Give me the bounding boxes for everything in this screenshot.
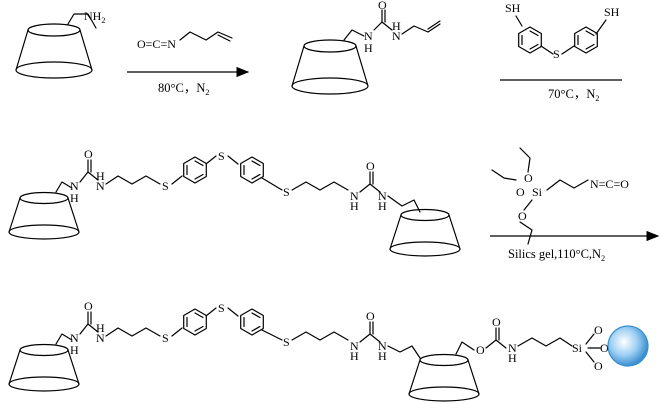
- nh2-label: NH2: [84, 9, 105, 25]
- ocn-label: O=C=N: [137, 37, 176, 51]
- svg-text:O: O: [84, 299, 93, 313]
- condition-step3: Silics gel,110°C,N2: [508, 247, 605, 263]
- reagent-allyl-isocyanate: O=C=N: [137, 31, 233, 51]
- svg-text:N: N: [392, 29, 401, 43]
- svg-text:H: H: [70, 191, 79, 205]
- svg-text:S: S: [162, 179, 169, 193]
- reagent-isocyanatopropyl-triethoxysilane: O O Si O N=C=O: [491, 147, 629, 245]
- condition-step2: 70°C，N2: [548, 87, 599, 103]
- svg-text:H: H: [378, 349, 387, 363]
- svg-text:H: H: [96, 169, 105, 183]
- svg-text:N: N: [96, 179, 105, 193]
- svg-text:H: H: [364, 41, 373, 55]
- svg-text:S: S: [218, 149, 225, 163]
- svg-text:O: O: [366, 309, 375, 323]
- svg-text:H: H: [378, 199, 387, 213]
- svg-text:S: S: [553, 47, 560, 61]
- svg-text:O: O: [594, 323, 603, 337]
- intermediate-bis-urea-dimer: N H O N H S S S N H O N H: [8, 147, 461, 257]
- svg-text:O: O: [600, 341, 609, 355]
- reactant-amino-cyclodextrin: NH2: [15, 9, 105, 79]
- svg-text:S: S: [218, 301, 225, 315]
- svg-text:N: N: [378, 339, 387, 353]
- svg-text:N: N: [364, 29, 373, 43]
- svg-text:SH: SH: [604, 5, 620, 19]
- svg-text:O: O: [476, 343, 485, 357]
- svg-text:O: O: [524, 171, 533, 185]
- final-product-silica-bound: N H O N H S S S N H O N H O O N H: [8, 299, 649, 402]
- svg-text:N: N: [508, 341, 517, 355]
- svg-text:N: N: [70, 179, 79, 193]
- svg-text:S: S: [283, 185, 290, 199]
- svg-text:H: H: [350, 349, 359, 363]
- svg-text:O: O: [492, 315, 501, 329]
- svg-text:H: H: [508, 351, 517, 365]
- svg-text:Si: Si: [572, 341, 583, 355]
- carbonyl-o: O: [378, 0, 387, 12]
- svg-text:Si: Si: [532, 185, 543, 199]
- reaction-arrow-2: 70°C，N2: [500, 79, 622, 103]
- svg-text:H: H: [70, 343, 79, 357]
- reaction-arrow-1: 80°C，N2: [127, 66, 250, 97]
- svg-text:S: S: [162, 331, 169, 345]
- svg-text:N: N: [350, 339, 359, 353]
- svg-text:H: H: [350, 199, 359, 213]
- reagent-thiobisbenzenethiol: SH S SH: [505, 1, 620, 61]
- svg-text:O: O: [518, 209, 527, 223]
- svg-text:N: N: [350, 189, 359, 203]
- svg-text:H: H: [392, 19, 401, 33]
- svg-text:N: N: [70, 331, 79, 345]
- nco-tail-label: N=C=O: [590, 177, 629, 191]
- svg-text:O: O: [516, 185, 525, 199]
- svg-text:N: N: [96, 331, 105, 345]
- svg-text:O: O: [84, 147, 93, 161]
- svg-text:H: H: [96, 321, 105, 335]
- reaction-arrow-3: Silics gel,110°C,N2: [490, 230, 660, 263]
- svg-text:N: N: [378, 189, 387, 203]
- svg-text:O: O: [594, 359, 603, 373]
- svg-text:O: O: [366, 159, 375, 173]
- condition-step1: 80°C，N2: [158, 81, 209, 97]
- svg-text:S: S: [283, 335, 290, 349]
- svg-text:SH: SH: [505, 1, 521, 15]
- silica-gel-sphere: [607, 325, 649, 367]
- product-allyl-urea-cyclodextrin: N H O N H: [291, 0, 441, 95]
